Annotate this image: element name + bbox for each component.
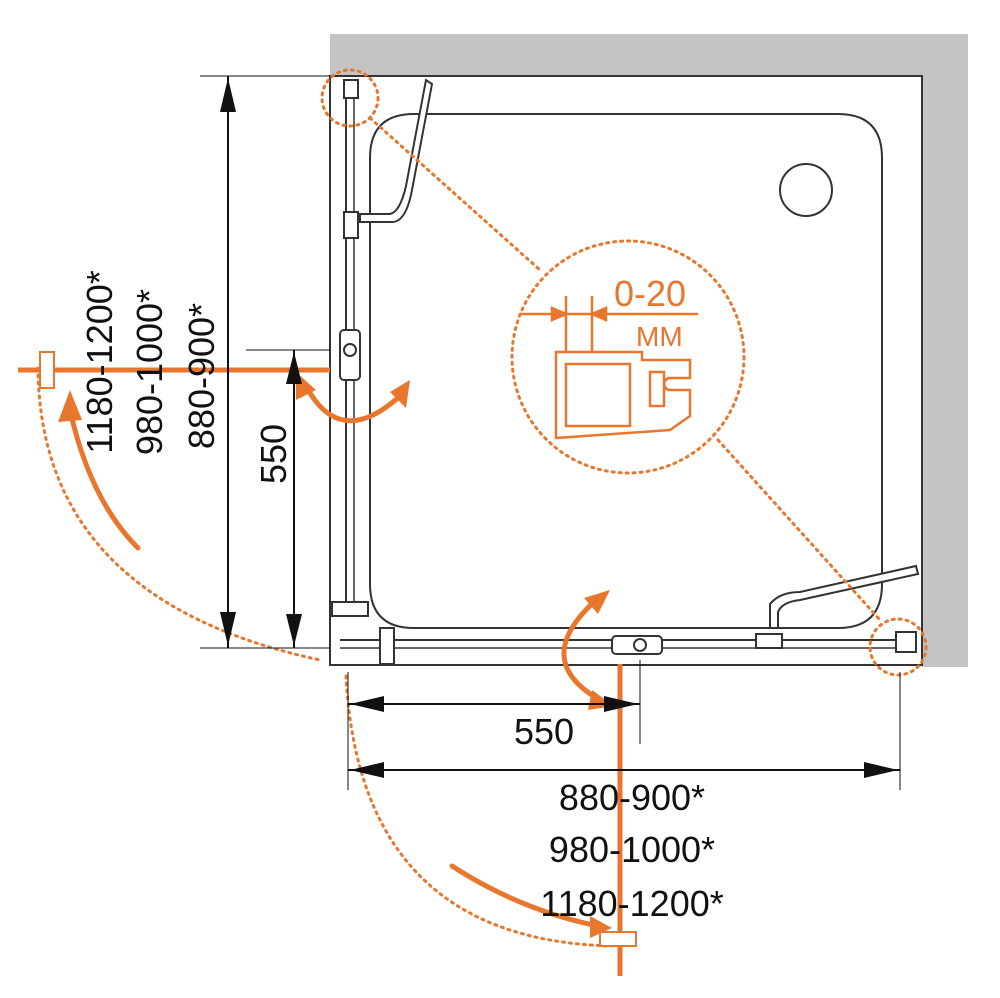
size-label-vertical-3: 880-900*: [181, 303, 222, 449]
arrow-head-left-latch-1: [296, 372, 316, 400]
dim-arrow-v-top: [220, 78, 236, 112]
drain-icon: [779, 163, 833, 217]
swing-arc-left: [36, 366, 322, 662]
arrow-heads: [58, 372, 614, 938]
arrow-left-door: [67, 407, 141, 551]
size-label-vertical-1: 1180-1200*: [79, 270, 120, 454]
dim-label-550-vertical: 550: [253, 424, 294, 484]
latch-left-knob: [343, 343, 357, 357]
profile-inner-b: [648, 370, 666, 408]
dim-label-550-horizontal: 550: [514, 711, 574, 752]
arrow-head-left-latch-2: [390, 380, 410, 408]
latch-bottom-knob: [633, 638, 647, 652]
dim-arrow-550h-left: [350, 696, 384, 712]
arrow-head-bottom-door: [590, 916, 612, 938]
gap-value-label: 0-20: [614, 273, 686, 314]
arrow-left-latch: [303, 383, 403, 424]
size-label-horizontal-1: 880-900*: [559, 777, 705, 818]
arrow-bottom-latch: [561, 597, 603, 703]
dim-arrow-h-right: [864, 762, 898, 778]
enclosure-outline: [329, 75, 923, 666]
swing-arrows: [67, 383, 603, 929]
detail-callouts: [36, 68, 928, 948]
corner-fixing-a: [331, 601, 369, 617]
dim-arrow-550h-right: [604, 696, 638, 712]
profile-detail: [520, 296, 698, 440]
arrow-bottom-door: [449, 863, 601, 929]
gap-arrow-head-1: [550, 306, 570, 322]
swing-arc-bottom: [344, 674, 614, 948]
left-clamp-mid: [343, 211, 359, 239]
door-hinges: [39, 351, 637, 947]
callout-large: [510, 239, 746, 475]
gap-arrow-head-2: [588, 306, 608, 322]
callout-leader-1: [368, 116, 542, 272]
open-doors: [18, 367, 623, 976]
hardware: [331, 78, 920, 665]
right-clamp-end: [895, 631, 917, 653]
dim-arrow-v-bottom: [220, 612, 236, 646]
left-clamp-top: [343, 79, 359, 99]
shower-tray: [369, 113, 883, 629]
hinge-bottom: [599, 931, 637, 947]
dim-arrow-550v-bottom: [286, 614, 302, 646]
arrow-head-bottom-latch-1: [584, 590, 610, 614]
towel-bar-right: [769, 564, 920, 629]
size-label-horizontal-3: 1180-1200*: [540, 883, 724, 924]
callout-leader-2: [716, 438, 882, 622]
arrow-head-left-door: [58, 390, 82, 422]
callout-small-bottom-right: [868, 617, 928, 677]
dim-arrow-550v-top: [286, 352, 302, 384]
dimension-lines: [200, 75, 901, 790]
corner-fixing-b: [379, 627, 395, 665]
dim-arrow-h-left: [350, 762, 384, 778]
dimension-arrow-heads: [220, 78, 898, 778]
size-label-horizontal-2: 980-1000*: [549, 829, 715, 870]
size-label-vertical-2: 980-1000*: [129, 289, 170, 455]
right-clamp-bottom: [755, 633, 783, 649]
gap-unit-label: MM: [636, 321, 683, 352]
profile-inner-a: [564, 362, 632, 428]
enclosure-frame: [329, 75, 923, 666]
hinge-left: [39, 351, 55, 389]
towel-bar-left: [359, 78, 434, 223]
callout-small-top-left: [320, 68, 380, 128]
